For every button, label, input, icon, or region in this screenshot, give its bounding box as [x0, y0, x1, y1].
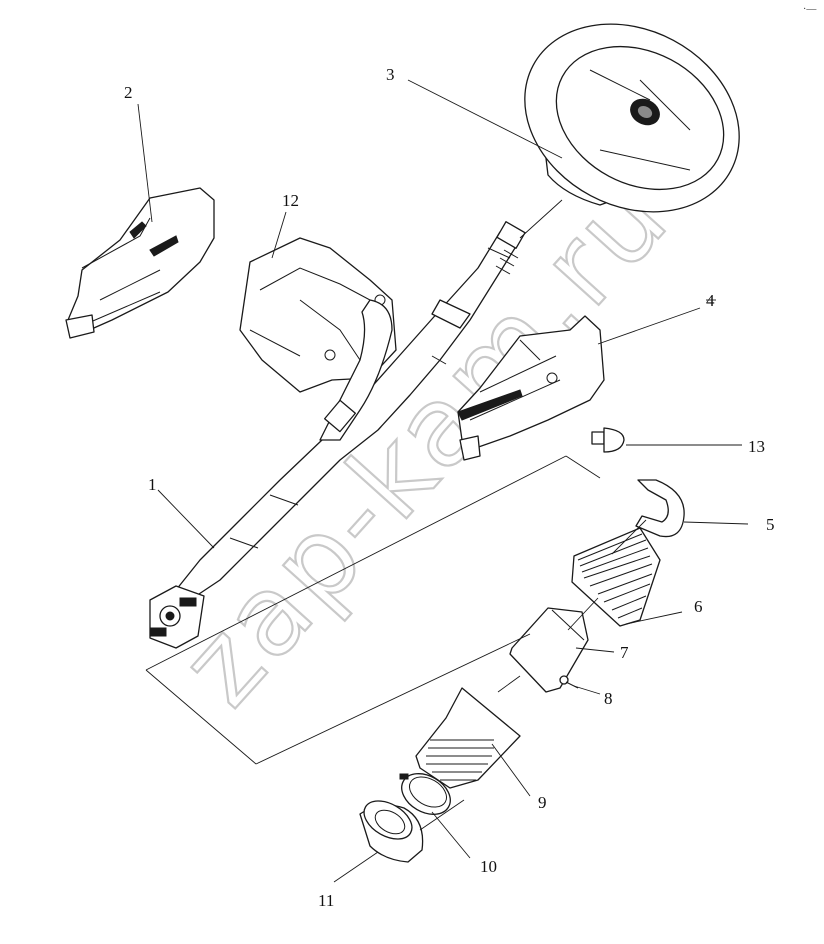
part-5-clip: [635, 479, 685, 538]
callout-6: 6: [694, 597, 703, 616]
part-10-ring: [399, 773, 451, 815]
part-3-steering-wheel: [524, 23, 740, 213]
callout-labels: 1 2 3 4 5 6 7 8 9 10 11 12 13: [124, 65, 775, 910]
part-11-cap: [359, 800, 424, 863]
universal-joint: [149, 585, 205, 649]
callout-10: 10: [480, 857, 497, 876]
part-1-steering-column: [175, 221, 526, 601]
callout-5: 5: [766, 515, 775, 534]
column-mount-bracket: [239, 237, 397, 393]
leader-lines: [137, 79, 749, 883]
callout-4: 4: [706, 291, 715, 310]
assembly-axis-lines: [419, 199, 647, 831]
callout-3: 3: [386, 65, 395, 84]
callout-1: 1: [148, 475, 157, 494]
part-13-plug: [591, 427, 625, 453]
callout-2: 2: [124, 83, 133, 102]
callout-8: 8: [604, 689, 613, 708]
part-4-lower-cover: [457, 315, 605, 461]
callout-11: 11: [318, 891, 334, 910]
callout-12: 12: [282, 191, 299, 210]
corner-mark: ·—: [803, 4, 817, 15]
callout-13: 13: [748, 437, 765, 456]
callout-9: 9: [538, 793, 547, 812]
part-2-upper-cover: [65, 187, 215, 339]
part-9-boot: [415, 687, 521, 789]
assembly-outline: [145, 455, 601, 765]
callout-7: 7: [620, 643, 629, 662]
